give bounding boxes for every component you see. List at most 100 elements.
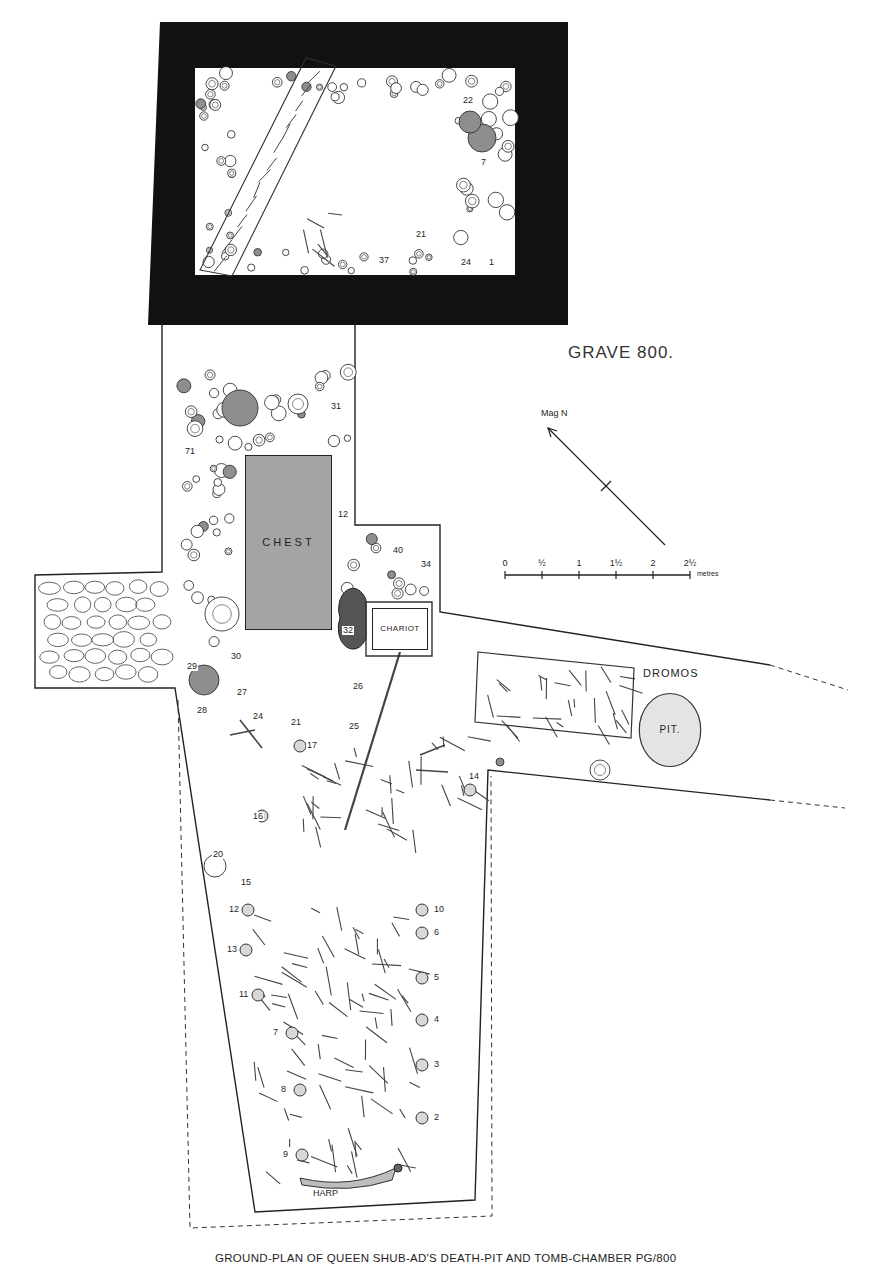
vessel-rim <box>177 379 191 393</box>
vessel <box>222 390 258 426</box>
bone <box>383 1067 385 1092</box>
vessel <box>405 584 416 595</box>
bone <box>284 953 308 958</box>
paving-stone <box>40 651 59 663</box>
vessel-rim <box>245 443 252 450</box>
vessel-mouth <box>191 552 197 558</box>
vessel <box>410 268 417 275</box>
bone <box>350 1000 363 1008</box>
vessel-mouth <box>373 545 378 550</box>
vessel-rim <box>426 254 432 260</box>
vessel-rim <box>459 111 481 133</box>
vessel-rim <box>202 144 208 150</box>
bone <box>381 780 392 784</box>
bone <box>400 1109 405 1118</box>
bone <box>267 158 277 171</box>
vessel-rim <box>465 194 479 208</box>
bone <box>497 716 521 717</box>
vessel-mouth <box>417 251 422 256</box>
bone <box>546 678 547 699</box>
callout-number: 5 <box>433 973 440 982</box>
vessel-rim <box>315 382 323 390</box>
bone <box>316 827 321 847</box>
vessel-rim <box>225 514 234 523</box>
paving-stone <box>129 580 146 594</box>
vessel-rim <box>223 465 236 478</box>
vessel <box>216 436 223 443</box>
bone <box>365 1039 366 1059</box>
vessel-rim <box>206 223 213 230</box>
bone <box>347 983 350 1011</box>
vessel <box>209 637 219 647</box>
paving-stone <box>74 597 90 613</box>
pit-wall <box>35 322 770 1212</box>
vessel <box>409 257 417 265</box>
vessel <box>206 223 213 230</box>
scale-number: 1½ <box>609 559 624 568</box>
vessel <box>301 266 309 274</box>
vessel-mouth <box>427 255 431 259</box>
bone <box>288 994 297 1019</box>
vessel <box>228 436 242 450</box>
callout-number: 20 <box>212 850 224 859</box>
bone <box>303 796 311 814</box>
bone <box>334 1058 353 1067</box>
vessel <box>415 249 424 258</box>
vessel-mouth <box>191 424 200 433</box>
bone <box>613 713 617 729</box>
bone <box>290 1114 302 1117</box>
vessel-mouth <box>275 80 280 85</box>
paving-stone <box>48 633 69 646</box>
bone <box>292 964 307 968</box>
excavation-limit <box>770 665 848 690</box>
callout-number: 12 <box>228 905 240 914</box>
bone <box>555 683 571 686</box>
vessel <box>436 80 444 88</box>
bone <box>409 1048 417 1074</box>
bone <box>413 830 416 853</box>
skull <box>294 740 306 752</box>
area-label: DROMOS <box>642 668 700 679</box>
vessel-rim <box>457 178 471 192</box>
vessel-rim <box>185 406 197 418</box>
bone <box>311 908 320 912</box>
bone <box>538 675 546 680</box>
bone <box>312 796 313 819</box>
bone <box>296 101 303 111</box>
bone <box>318 1044 320 1059</box>
vessel <box>283 249 289 255</box>
callout-number: 28 <box>196 706 208 715</box>
vessel <box>288 394 308 414</box>
bone <box>282 972 307 987</box>
vessel <box>442 68 456 82</box>
vessel <box>248 264 255 271</box>
vessel-rim <box>495 87 503 95</box>
scale-tick <box>504 571 505 579</box>
paving-stone <box>50 666 67 679</box>
callout-number: 3 <box>433 1060 440 1069</box>
bone <box>392 923 400 937</box>
bone <box>282 124 290 140</box>
vessel-rim <box>499 205 514 220</box>
dromos-bier <box>475 652 634 738</box>
bone <box>622 710 629 724</box>
vessel <box>191 525 203 537</box>
callout-number: 71 <box>184 447 196 456</box>
vessel <box>210 99 221 110</box>
vessel-rim <box>193 476 200 483</box>
callout-number: 16 <box>252 812 264 821</box>
vessel-mouth <box>362 255 367 260</box>
vessel <box>228 169 236 177</box>
bone <box>384 959 389 968</box>
skull <box>240 944 252 956</box>
bone <box>345 761 373 767</box>
bone <box>289 1139 290 1147</box>
vessel-mouth <box>188 408 194 414</box>
vessel-mouth <box>212 102 218 108</box>
vessel-mouth <box>228 234 232 238</box>
vessel-mouth <box>202 114 207 119</box>
node-text: CHARIOT <box>380 625 420 633</box>
callout-number: 8 <box>280 1085 287 1094</box>
vessel <box>465 194 479 208</box>
bone <box>620 677 635 679</box>
